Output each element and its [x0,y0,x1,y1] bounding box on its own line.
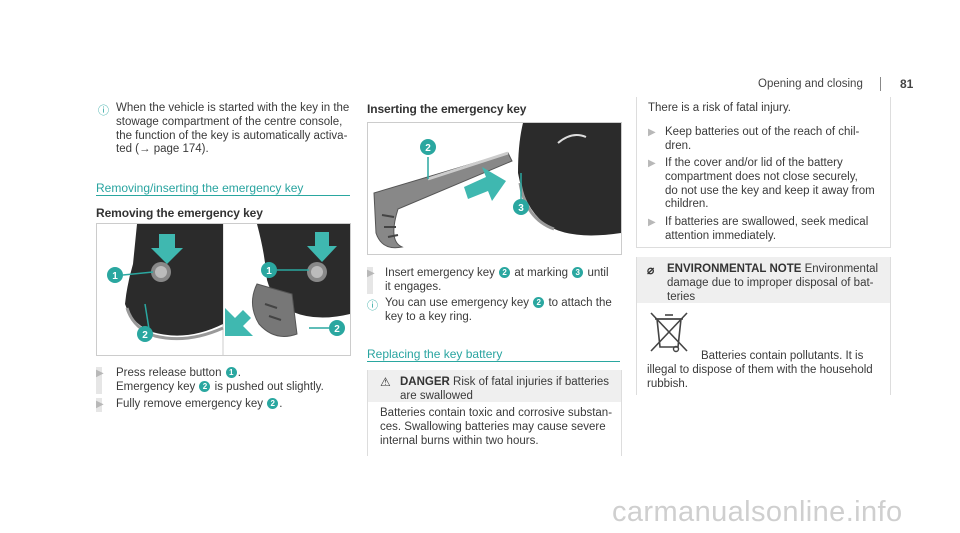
env-title-text: Environmental [804,263,879,275]
svg-text:2: 2 [334,324,340,335]
bullet-cover-lid: If the cover and/or lid of the battery c… [665,157,887,212]
danger-title: DANGER Risk of fatal injuries if batteri… [400,376,609,404]
danger-title-text: Risk of fatal injuries if batteries [453,376,609,388]
page-number: 81 [900,77,914,91]
step-arrow-icon: ▶ [367,268,375,279]
badge-3: 3 [572,267,584,278]
step-bar [367,267,373,294]
removing-key-svg: 1 2 1 2 [107,224,350,355]
step-text: Press release button [116,367,222,379]
subsection-title-removing: Removing the emergency key [96,206,263,220]
bullet-line: compartment does not close securely, [665,170,858,183]
note-line: When the vehicle is started with the key… [116,102,350,114]
step-text: is pushed out slightly. [214,380,324,393]
removing-key-illustration: 1 2 1 2 [96,223,351,356]
badge-2: 2 [267,398,279,409]
info-key-ring: You can use emergency key 2 to attach th… [385,297,612,325]
bullet-arrow-icon: ▶ [648,217,656,228]
danger-header [368,370,621,402]
bullet-arrow-icon: ▶ [648,158,656,169]
step-bar [96,367,102,394]
header-divider [880,77,881,91]
step-text: until [587,267,609,279]
info-note: When the vehicle is started with the key… [116,102,356,157]
step-arrow-icon: ▶ [96,399,104,410]
step-text: Insert emergency key [385,267,495,279]
env-body-rest: illegal to dispose of them with the hous… [647,364,887,392]
bullet-line: If the cover and/or lid of the battery [665,157,843,169]
svg-text:1: 1 [112,271,118,282]
danger-body-line: internal burns within two hours. [380,434,539,447]
badge-2: 2 [499,267,511,278]
inserting-key-svg: 2 3 [373,123,621,249]
env-title-text: damage due to improper disposal of bat‐ [667,276,874,289]
note-line: the function of the key is automatically… [116,129,348,142]
info-icon: ⓘ [367,300,378,312]
environmental-note-box: ⌀ ENVIRONMENTAL NOTE Environmental damag… [636,257,891,395]
inserting-key-illustration: 2 3 [367,122,622,255]
danger-body: Batteries contain toxic and corrosive su… [380,407,616,448]
danger-box-continued: There is a risk of fatal injury. ▶ Keep … [636,97,891,248]
warning-triangle-icon: ⚠ [380,375,391,389]
env-label: ENVIRONMENTAL NOTE [667,263,802,275]
step-fully-remove: Fully remove emergency key 2. [116,398,283,410]
step-bar [96,398,102,412]
crossed-out-bin-icon [647,309,691,360]
step-text: it engages. [385,280,442,293]
section-rule [367,361,620,362]
step-text: at marking [514,267,569,279]
bullet-line: dren. [665,139,692,152]
env-body-line: illegal to dispose of them with the hous… [647,364,873,376]
bullet-line: do not use the key and keep it away from [665,184,875,197]
info-icon: ⓘ [98,105,109,117]
env-title: ENVIRONMENTAL NOTE Environmental damage … [667,263,885,304]
badge-1: 1 [225,367,237,378]
bullet-keep-away: Keep batteries out of the reach of chil‐… [665,126,885,154]
svg-text:1: 1 [266,266,272,277]
svg-text:3: 3 [518,203,524,214]
bullet-line: children. [665,198,709,211]
section-rule [96,195,350,196]
env-header [637,257,890,303]
note-line: ted (→ page 174). [116,143,209,156]
info-text: key to a key ring. [385,310,472,323]
bullet-arrow-icon: ▶ [648,127,656,138]
badge-2: 2 [199,380,211,392]
env-body-first: Batteries contain pollutants. It is [701,350,864,362]
danger-box: ⚠ DANGER Risk of fatal injuries if batte… [367,370,622,456]
danger-body-line: Batteries contain toxic and corrosive su… [380,407,613,419]
running-header: Opening and closing [758,78,863,90]
note-line: stowage compartment of the centre consol… [116,115,343,128]
bullet-line: attention immediately. [665,229,777,242]
env-body-line: rubbish. [647,377,688,390]
step-insert-key: Insert emergency key 2 at marking 3 unti… [385,267,609,295]
watermark: carmanualsonline.info [612,496,903,528]
step-arrow-icon: ▶ [96,368,104,379]
bullet-line: Keep batteries out of the reach of chil‐ [665,126,860,138]
env-title-text: teries [667,290,696,303]
step-text: Fully remove emergency key [116,398,263,410]
info-text: to attach the [548,297,612,309]
subsection-title-inserting: Inserting the emergency key [367,102,527,116]
danger-body-line: ces. Swallowing batteries may cause seve… [380,420,606,433]
bullet-seek-medical: If batteries are swallowed, seek medical… [665,216,885,244]
badge-2: 2 [533,297,545,308]
section-title-removing-inserting: Removing/inserting the emergency key [96,181,304,195]
info-text: You can use emergency key [385,297,530,309]
step-press-release: Press release button 1. Emergency key 2 … [116,367,324,393]
risk-line: There is a risk of fatal injury. [648,102,791,114]
environment-icon: ⌀ [647,263,655,277]
danger-label: DANGER [400,376,450,388]
bullet-line: If batteries are swallowed, seek medical [665,216,869,228]
step-text: Emergency key [116,380,196,393]
section-title-replacing-battery: Replacing the key battery [367,347,503,361]
svg-text:2: 2 [425,143,431,154]
danger-title-text: are swallowed [400,389,473,402]
svg-text:2: 2 [142,330,148,341]
